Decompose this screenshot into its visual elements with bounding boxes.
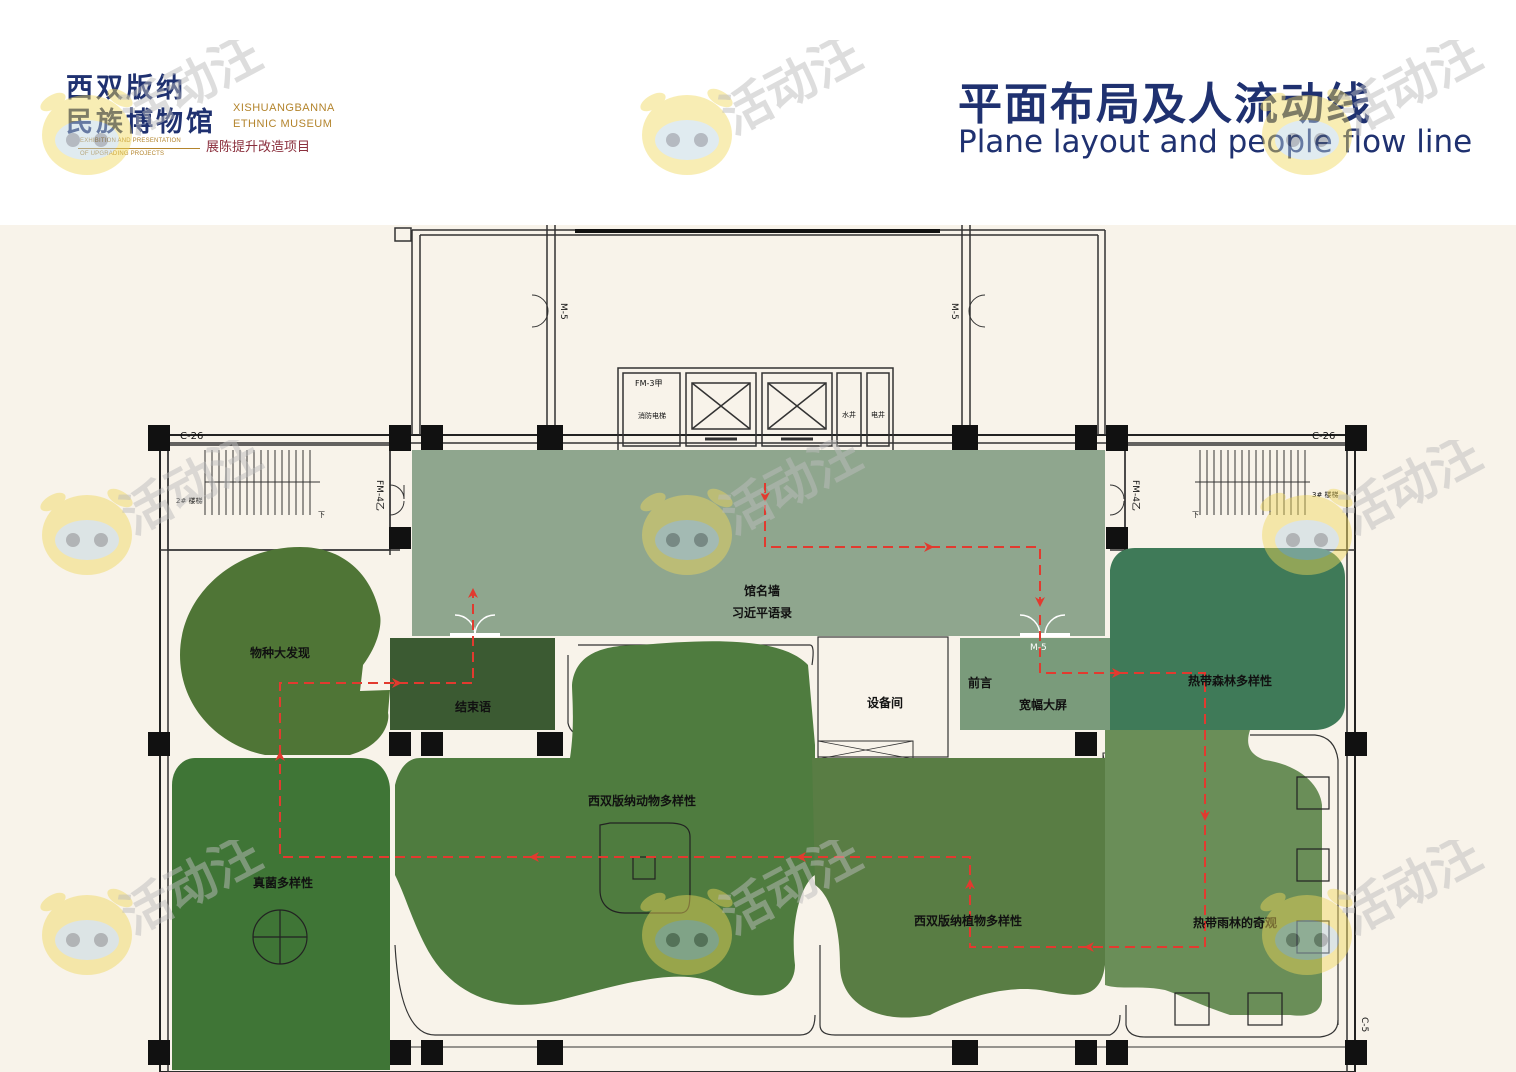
label-fungi-diversity: 真菌多样性 <box>253 875 313 890</box>
tag-c26-left: C-26 <box>180 431 203 442</box>
flow-segment-to-preface <box>930 546 1045 607</box>
logo-subtitle: 展陈提升改造项目 <box>206 140 311 155</box>
tag-shaft-2: 电井 <box>871 410 885 419</box>
flow-segment-to-forest <box>1039 615 1122 678</box>
flow-segment-rainforest <box>1084 825 1206 952</box>
tag-stair-3: 3# 楼梯 <box>1312 490 1339 499</box>
zone-plant-diversity <box>812 758 1105 1018</box>
label-rainforest-spectacle: 热带雨林的奇观 <box>1193 915 1277 930</box>
tag-stair-2: 2# 楼梯 <box>176 496 203 505</box>
flow-segment-fungi <box>275 751 533 858</box>
zone-labels: 馆名墙 习近平语录 物种大发现 结束语 设备间 前言 宽幅大屏 热带森林多样性 … <box>250 583 1277 930</box>
tag-fm3: FM-3甲 <box>635 379 662 388</box>
floor-plan: 馆名墙 习近平语录 物种大发现 结束语 设备间 前言 宽幅大屏 热带森林多样性 … <box>0 225 1516 1072</box>
flow-segment-lobby <box>764 505 934 552</box>
tag-m5-right: M-5 <box>949 303 959 320</box>
label-tropical-forest: 热带森林多样性 <box>1188 673 1272 688</box>
flow-route <box>275 483 1210 952</box>
label-ending: 结束语 <box>455 699 491 714</box>
zone-animal-diversity <box>395 641 815 1005</box>
flow-segment-to-animals <box>796 852 971 875</box>
tag-fm4-left: FM-4乙 <box>374 480 385 511</box>
zone-tropical-forest <box>1110 548 1345 730</box>
structural-columns <box>148 425 1367 1065</box>
header: 西双版纳 民族博物馆 XISHUANGBANNA ETHNIC MUSEUM E… <box>0 0 1516 225</box>
logo-small-line1: EXHIBITION AND PRESENTATION <box>80 138 181 144</box>
zone-preface <box>960 638 1110 730</box>
tag-fm4-right: FM-4乙 <box>1130 480 1141 511</box>
flow-segment-species <box>279 678 402 755</box>
logo-divider <box>78 148 200 149</box>
label-name-wall: 馆名墙 <box>744 583 780 598</box>
plan-details <box>252 614 1330 1026</box>
logo-en-line2: ETHNIC MUSEUM <box>233 118 333 130</box>
zone-lobby <box>412 450 1105 636</box>
page-title-en: Plane layout and people flow line <box>958 124 1473 160</box>
exhibition-zones <box>172 450 1345 1070</box>
zone-fungi-diversity <box>172 758 390 1070</box>
logo-cn-line1: 西双版纳 <box>66 73 186 104</box>
logo-cn-line2: 民族博物馆 <box>66 107 216 138</box>
tag-m5-left: M-5 <box>558 303 568 320</box>
plan-tags: C-26 C-26 2# 楼梯 3# 楼梯 下 下 FM-3甲 消防电梯 水井 … <box>176 303 1369 1032</box>
flow-segment-plants <box>965 879 1088 948</box>
label-xi-quotes: 习近平语录 <box>732 605 792 620</box>
logo-en-line1: XISHUANGBANNA <box>233 102 335 114</box>
label-species-discovery: 物种大发现 <box>250 645 310 660</box>
zone-rainforest-spectacle <box>1105 730 1322 1016</box>
tag-c5: C-5 <box>1359 1017 1369 1032</box>
label-preface: 前言 <box>968 675 992 690</box>
tag-shaft-1: 水井 <box>842 410 856 419</box>
tag-elevator-hall: 消防电梯 <box>638 411 666 420</box>
page-title-cn: 平面布局及人流动线 <box>958 79 1372 130</box>
flow-segment-ending <box>398 588 478 684</box>
label-equipment-room: 设备间 <box>867 695 903 710</box>
label-animal-diversity: 西双版纳动物多样性 <box>588 793 696 808</box>
logo-small-line2: OF UPGRADING PROJECTS <box>80 151 165 157</box>
flow-segment-forest-down <box>1118 672 1210 821</box>
label-wide-screen: 宽幅大屏 <box>1018 697 1067 712</box>
tag-down-2: 下 <box>1192 511 1199 519</box>
zone-species-discovery <box>180 547 390 755</box>
tag-m5-bottom: M-5 <box>1030 643 1047 653</box>
tag-down-1: 下 <box>318 511 325 519</box>
label-plant-diversity: 西双版纳植物多样性 <box>914 913 1022 928</box>
tag-c26-right: C-26 <box>1312 431 1335 442</box>
